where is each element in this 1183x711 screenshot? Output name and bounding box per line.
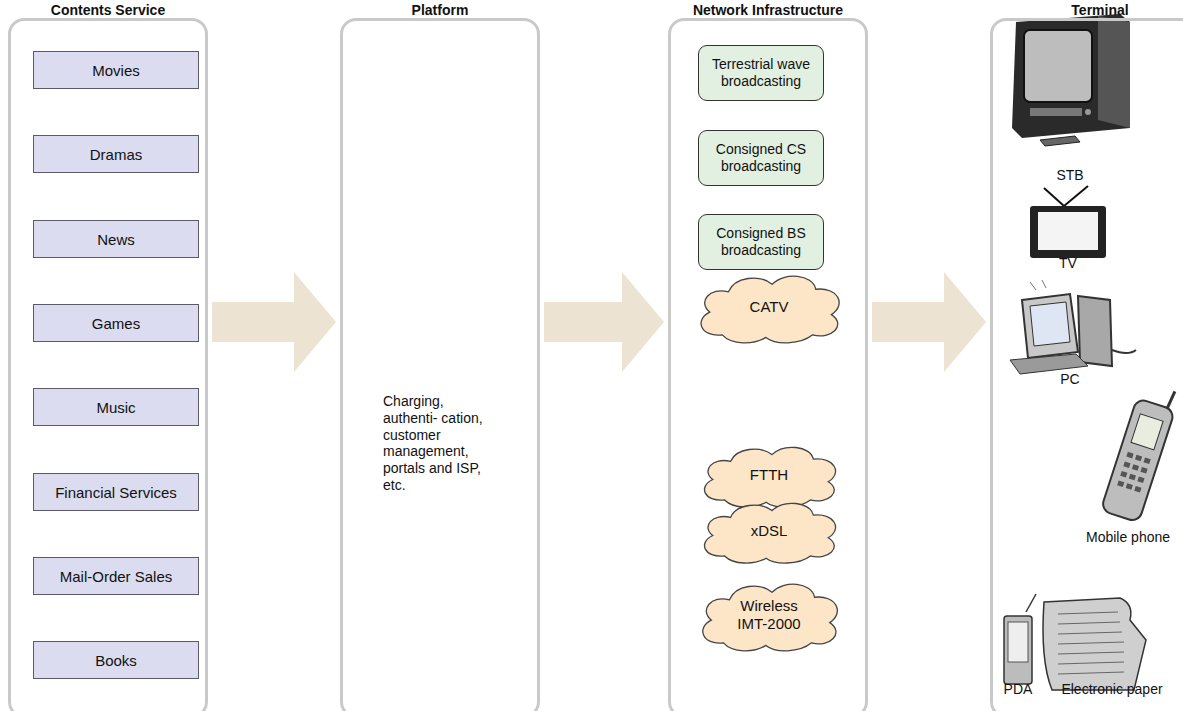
box-label: Games xyxy=(88,315,144,332)
column-heading: Network Infrastructure xyxy=(671,2,865,18)
pc-icon xyxy=(1010,280,1136,374)
terminal-label: STB xyxy=(1056,167,1083,183)
terminal-label: PC xyxy=(1060,371,1079,387)
box-label: Consigned BS broadcasting xyxy=(699,225,823,259)
mobile-phone-icon xyxy=(1101,381,1181,523)
content-box: Dramas xyxy=(33,135,199,173)
content-box: Music xyxy=(33,388,199,426)
column-heading: Contents Service xyxy=(11,2,205,18)
box-label: Terrestrial wave broadcasting xyxy=(699,56,823,90)
network-cloud: Wireless IMT-2000 xyxy=(693,577,845,653)
broadcast-box: Terrestrial wave broadcasting xyxy=(698,45,824,101)
column-panel: Contents ServiceMoviesDramasNewsGamesMus… xyxy=(8,18,208,711)
broadcast-box: Consigned BS broadcasting xyxy=(698,214,824,270)
box-label: Financial Services xyxy=(51,484,181,501)
terminal-label: Electronic paper xyxy=(1061,681,1162,697)
content-box: News xyxy=(33,220,199,258)
network-cloud: CATV xyxy=(691,269,847,345)
flow-arrow xyxy=(872,272,986,372)
electronic-paper-icon xyxy=(1043,598,1146,690)
tv-icon xyxy=(1030,186,1106,258)
column-heading: Platform xyxy=(343,2,537,18)
flow-arrow xyxy=(544,272,664,372)
network-cloud: FTTH xyxy=(695,441,843,509)
box-label: xDSL xyxy=(751,522,788,540)
terminal-label: Mobile phone xyxy=(1086,529,1170,545)
box-label: News xyxy=(93,231,139,248)
content-box: Games xyxy=(33,304,199,342)
box-label: Movies xyxy=(88,62,144,79)
terminal-label: TV xyxy=(1059,255,1077,271)
column-panel: Terminal xyxy=(990,18,1183,711)
network-cloud: xDSL xyxy=(695,497,843,565)
pda-icon xyxy=(1004,594,1036,684)
box-label: Books xyxy=(91,652,141,669)
content-box: Books xyxy=(33,641,199,679)
column-heading: Terminal xyxy=(993,2,1183,18)
box-label: Wireless IMT-2000 xyxy=(727,597,811,633)
stb-icon xyxy=(1012,14,1130,146)
box-label: FTTH xyxy=(750,466,788,484)
terminal-label: PDA xyxy=(1004,681,1033,697)
box-label: Mail-Order Sales xyxy=(56,568,177,585)
column-panel: PlatformCharging, authenti- cation, cust… xyxy=(340,18,540,711)
flow-arrow xyxy=(212,272,336,372)
broadcast-box: Consigned CS broadcasting xyxy=(698,130,824,186)
box-label: CATV xyxy=(750,298,789,316)
box-label: Dramas xyxy=(86,146,147,163)
box-label: Consigned CS broadcasting xyxy=(699,141,823,175)
column-panel: Network InfrastructureTerrestrial wave b… xyxy=(668,18,868,711)
content-box: Financial Services xyxy=(33,473,199,511)
content-box: Mail-Order Sales xyxy=(33,557,199,595)
platform-description: Charging, authenti- cation, customer man… xyxy=(383,393,501,494)
box-label: Music xyxy=(92,399,139,416)
content-box: Movies xyxy=(33,51,199,89)
